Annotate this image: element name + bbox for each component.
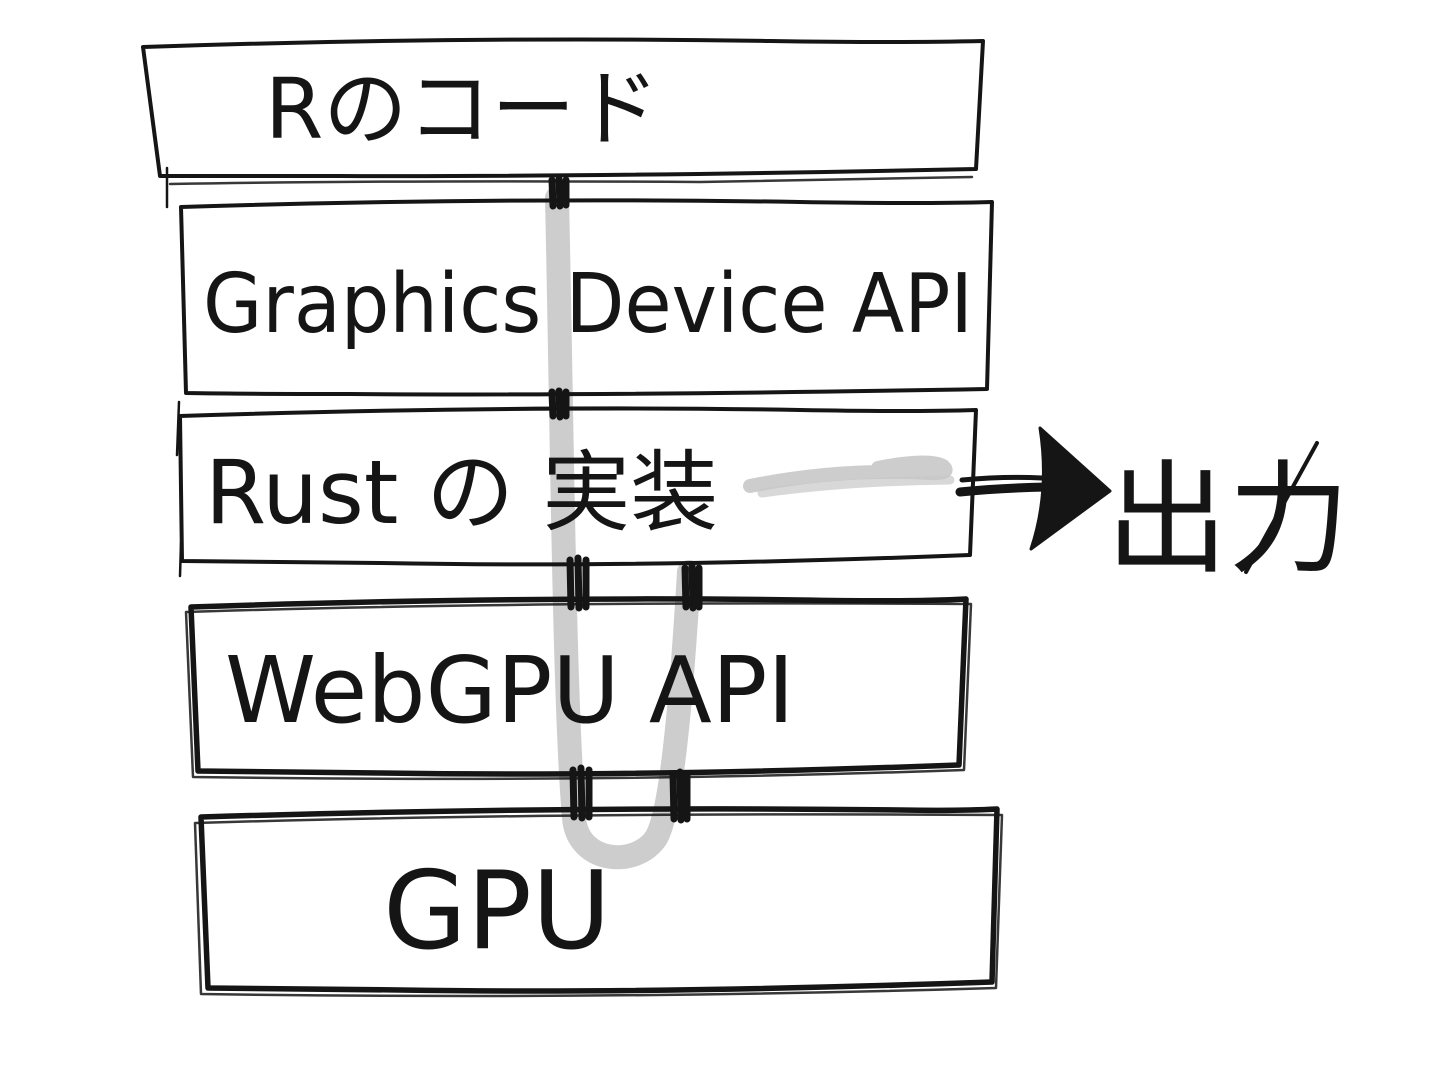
box-r-code: Rのコード bbox=[141, 37, 985, 186]
box-webgpu-api-label: WebGPU API bbox=[225, 637, 794, 744]
box-graphics-device-api-outline bbox=[179, 198, 994, 397]
output-arrow-icon bbox=[955, 426, 1112, 551]
output-label: 出力 bbox=[1106, 449, 1350, 591]
box-rust-implementation-outline bbox=[178, 406, 978, 567]
down-connector-2-icon bbox=[548, 387, 570, 421]
box-webgpu-api-outline-echo bbox=[184, 602, 973, 781]
output-label-flourish-stroke bbox=[1244, 441, 1319, 574]
down-connector-1-icon bbox=[548, 175, 570, 210]
box-rust-implementation-left-tick-bottom bbox=[178, 541, 183, 578]
box-r-code-label: Rのコード bbox=[265, 60, 659, 158]
gray-loop-arrow-icon bbox=[545, 186, 701, 870]
box-gpu-outline bbox=[198, 806, 1000, 994]
box-r-code-bottom-echo bbox=[168, 175, 974, 186]
output-arrowhead bbox=[1029, 426, 1112, 551]
down-connector-3a-icon bbox=[566, 554, 590, 612]
down-connector-3b-icon bbox=[681, 562, 703, 612]
down-connector-4a-icon bbox=[569, 764, 593, 822]
gray-output-underline-echo-icon bbox=[757, 475, 955, 498]
down-connector-4b-icon bbox=[669, 768, 691, 824]
gray-output-underline-icon bbox=[743, 455, 953, 493]
box-rust-implementation: Rust の 実装 bbox=[175, 400, 978, 578]
box-graphics-device-api: Graphics Device API bbox=[165, 166, 994, 397]
box-gpu: GPU bbox=[193, 806, 1004, 998]
box-rust-implementation-label: Rust の 実装 bbox=[205, 441, 718, 544]
box-gpu-label: GPU bbox=[383, 849, 611, 974]
box-webgpu-api-outline bbox=[188, 596, 969, 777]
box-r-code-outline bbox=[141, 37, 985, 179]
box-gpu-outline-echo bbox=[193, 813, 1004, 998]
box-webgpu-api: WebGPU API bbox=[184, 596, 973, 781]
box-rust-implementation-left-tick-top bbox=[175, 400, 181, 457]
box-graphics-device-api-label: Graphics Device API bbox=[203, 257, 973, 352]
